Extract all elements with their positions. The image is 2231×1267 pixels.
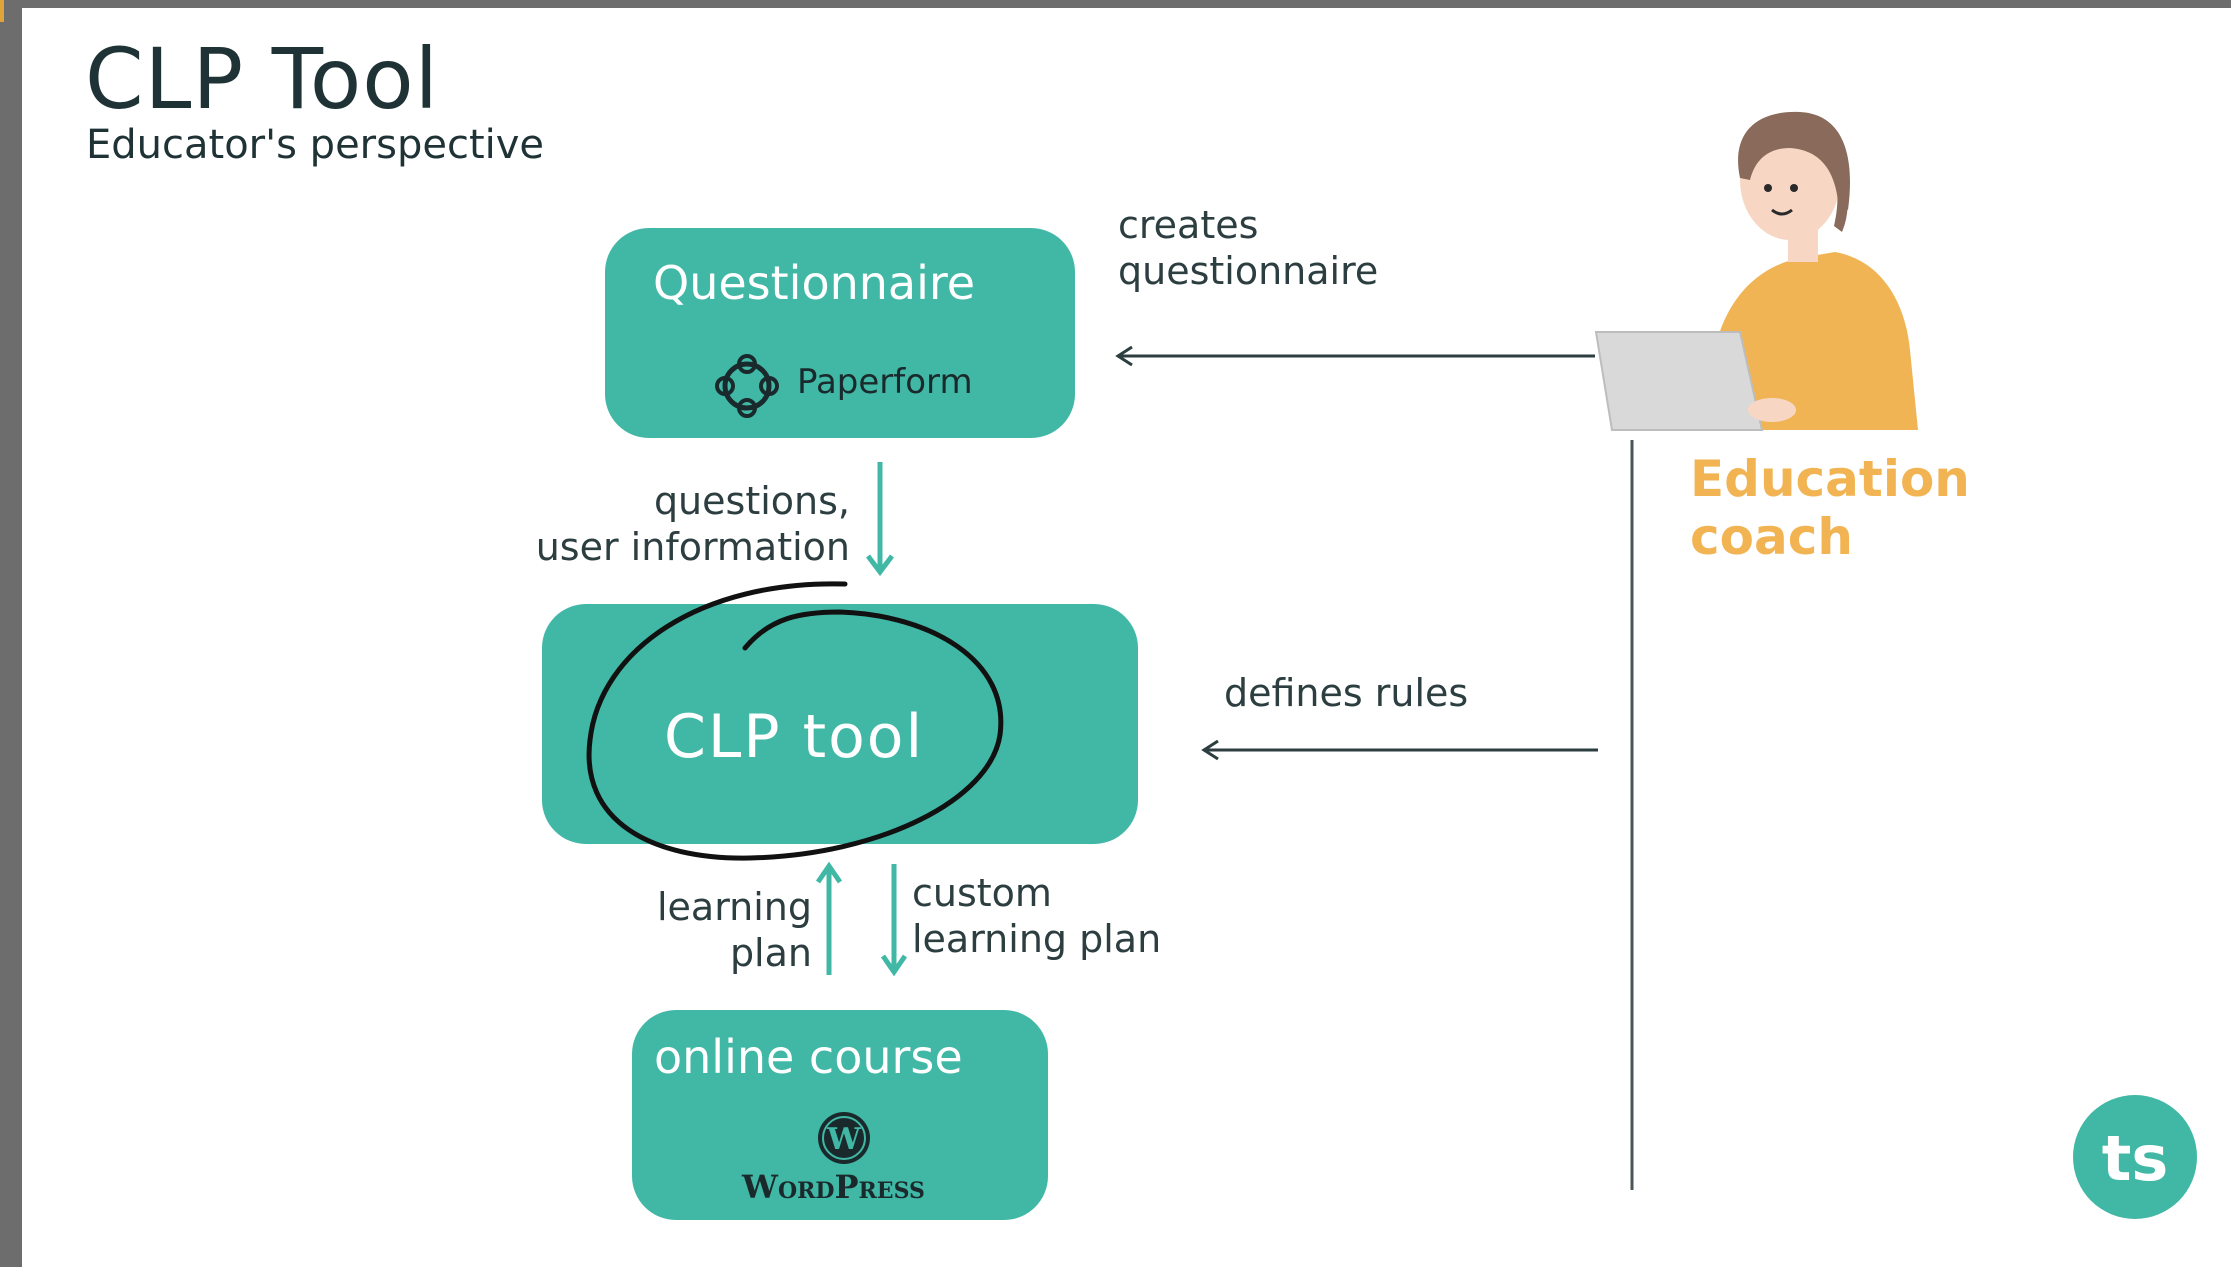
coach-line: coach bbox=[1690, 508, 1853, 566]
wordpress-logo-icon: W bbox=[816, 1110, 872, 1170]
online-course-node: online course W WordPress bbox=[632, 1010, 1048, 1220]
person-with-laptop-icon bbox=[1594, 111, 1918, 431]
corner-mark bbox=[0, 0, 4, 22]
arrow-defines-rules bbox=[1201, 739, 1598, 761]
plan-line: plan bbox=[729, 931, 812, 975]
online-course-label: online course bbox=[654, 1030, 963, 1084]
creates-line: creates bbox=[1118, 203, 1259, 247]
arrow-learning-plan-up bbox=[815, 861, 843, 975]
questions-line: questions, bbox=[653, 479, 850, 523]
clp-tool-label: CLP tool bbox=[664, 702, 925, 772]
paperform-logo-icon bbox=[713, 352, 781, 424]
learning-line: learning bbox=[656, 885, 812, 929]
questionnaire-line: questionnaire bbox=[1118, 249, 1379, 293]
questions-user-info-label: questions, user information bbox=[500, 478, 850, 570]
user-information-line: user information bbox=[535, 525, 850, 569]
page-title: CLP Tool bbox=[85, 30, 439, 128]
wordpress-logo-text: WordPress bbox=[742, 1168, 925, 1206]
education-line: Education bbox=[1690, 450, 1970, 508]
questionnaire-node: Questionnaire Paperform bbox=[605, 228, 1075, 438]
highlight-circle bbox=[586, 581, 1004, 861]
arrow-questions-down bbox=[866, 462, 894, 577]
custom-line: custom bbox=[912, 871, 1052, 915]
questionnaire-label: Questionnaire bbox=[653, 256, 976, 310]
svg-text:ts: ts bbox=[2102, 1122, 2169, 1195]
arrow-custom-plan-down bbox=[880, 864, 908, 977]
creates-questionnaire-label: creates questionnaire bbox=[1118, 202, 1378, 294]
arrow-creates-questionnaire bbox=[1115, 345, 1595, 367]
custom-learning-plan-label: custom learning plan bbox=[912, 870, 1161, 962]
page-subtitle: Educator's perspective bbox=[86, 122, 545, 168]
defines-rules-label: defines rules bbox=[1224, 671, 1469, 715]
paperform-logo-text: Paperform bbox=[797, 362, 973, 402]
learning-plan-label: learning plan bbox=[600, 884, 812, 976]
education-coach-label: Education coach bbox=[1690, 450, 1970, 566]
svg-text:W: W bbox=[826, 1122, 862, 1157]
ts-logo-icon: ts bbox=[2073, 1095, 2197, 1219]
learning-plan-line: learning plan bbox=[912, 917, 1162, 961]
